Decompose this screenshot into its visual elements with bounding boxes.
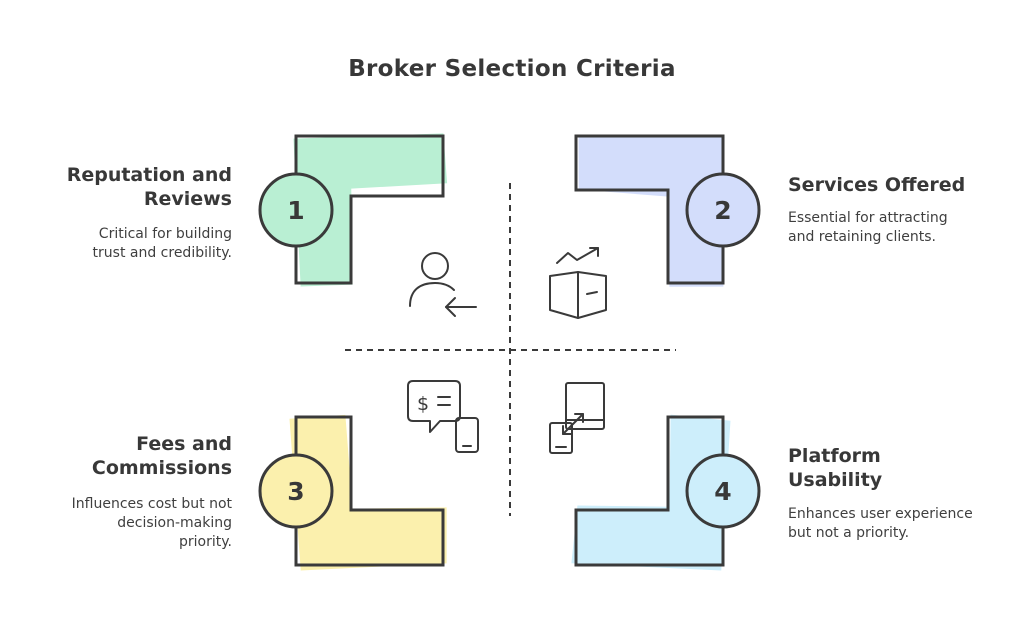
- user-arrow-icon: [409, 252, 477, 317]
- dollar-chat-phone-icon: $: [407, 380, 479, 453]
- quadrant-4-description-line: but not a priority.: [788, 525, 910, 541]
- device-transfer-icon: [549, 382, 605, 454]
- number-4-text: 4: [714, 477, 731, 506]
- quadrant-3-description: Influences cost but not decision-making …: [72, 495, 232, 552]
- number-badge-2: [685, 172, 761, 248]
- svg-text:$: $: [417, 393, 429, 415]
- quadrant-2-description-line: Essential for attracting: [788, 210, 948, 226]
- quadrant-1-description: Critical for building trust and credibil…: [93, 225, 232, 263]
- quadrant-1-description-line: trust and credibility.: [92, 245, 232, 261]
- quadrant-4-shape: 4: [571, 414, 761, 571]
- number-2-text: 2: [714, 196, 731, 225]
- quadrant-3-shape: 3: [258, 414, 447, 571]
- quadrant-3-heading: Fees and Commissions: [92, 432, 232, 480]
- quadrant-2-outline: [574, 134, 725, 285]
- quadrant-2-description-line: and retaining clients.: [788, 229, 936, 245]
- quadrant-3-heading-line: Commissions: [91, 457, 232, 479]
- quadrant-4-outline: [574, 415, 725, 567]
- quadrant-2-description: Essential for attracting and retaining c…: [788, 209, 948, 247]
- quadrant-4-heading-line: Platform: [788, 445, 881, 467]
- quadrant-1-shape: 1: [258, 133, 448, 287]
- quadrant-3-description-line: decision-making: [117, 515, 232, 531]
- quadrant-4-heading: Platform Usability: [788, 444, 882, 492]
- quadrant-2-shape: 2: [574, 134, 761, 287]
- number-badge-4: [685, 453, 761, 529]
- quadrant-2-heading-line: Services Offered: [788, 174, 966, 196]
- number-badge-1: [258, 172, 334, 248]
- quadrant-3-description-line: priority.: [179, 534, 232, 550]
- quadrant-4-description-line: Enhances user experience: [788, 506, 973, 522]
- quadrant-3-heading-line: Fees and: [136, 433, 232, 455]
- number-3-text: 3: [287, 477, 304, 506]
- number-1-text: 1: [287, 196, 304, 225]
- book-trend-icon: [549, 247, 607, 319]
- quadrant-1-heading: Reputation and Reviews: [67, 163, 232, 211]
- quadrant-4-fill: [571, 414, 731, 571]
- quadrant-4-heading-line: Usability: [788, 469, 883, 491]
- quadrant-3-description-line: Influences cost but not: [71, 496, 232, 512]
- page-title: Broker Selection Criteria: [348, 56, 676, 82]
- quadrant-1-heading-line: Reputation and: [66, 164, 232, 186]
- number-badge-3: [258, 453, 334, 529]
- quadrant-1-outline: [294, 134, 445, 285]
- quadrant-1-description-line: Critical for building: [98, 226, 232, 242]
- quadrant-4-description: Enhances user experience but not a prior…: [788, 505, 973, 543]
- center-axes: [345, 183, 676, 516]
- quadrant-2-fill: [578, 135, 725, 287]
- quadrant-3-outline: [294, 415, 445, 567]
- quadrant-3-fill: [289, 414, 447, 571]
- quadrant-1-fill: [293, 133, 448, 287]
- quadrant-2-heading: Services Offered: [788, 173, 965, 197]
- quadrant-1-heading-line: Reviews: [143, 188, 232, 210]
